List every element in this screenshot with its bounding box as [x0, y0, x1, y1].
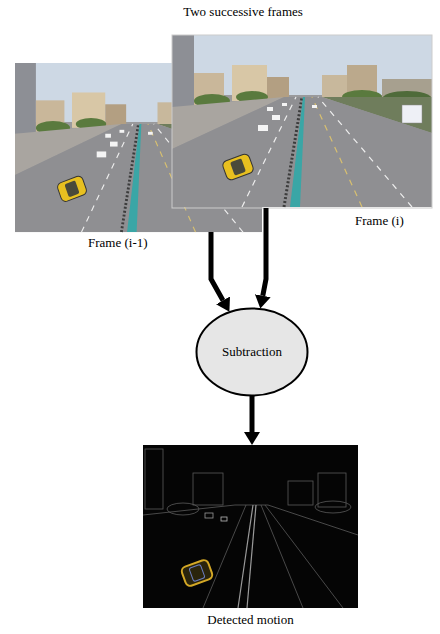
diagram-title: Two successive frames [183, 4, 303, 20]
frame-box: Frame (i-1) [15, 63, 262, 232]
current-frame-image [172, 35, 432, 208]
flow-arrow [263, 208, 266, 296]
flow-arrow [250, 396, 255, 432]
node-label: Subtraction [222, 344, 282, 360]
motion-image [143, 445, 358, 608]
result-box: Detected motion [143, 445, 358, 608]
ellipse-shape [197, 309, 308, 396]
flow-arrow [211, 232, 223, 300]
process-ellipse: Subtraction [195, 307, 309, 397]
frame-caption: Frame (i) [355, 213, 404, 229]
frame-caption: Detected motion [207, 612, 293, 628]
frame-caption: Frame (i-1) [88, 235, 148, 251]
frame-box: Frame (i) [172, 35, 432, 208]
